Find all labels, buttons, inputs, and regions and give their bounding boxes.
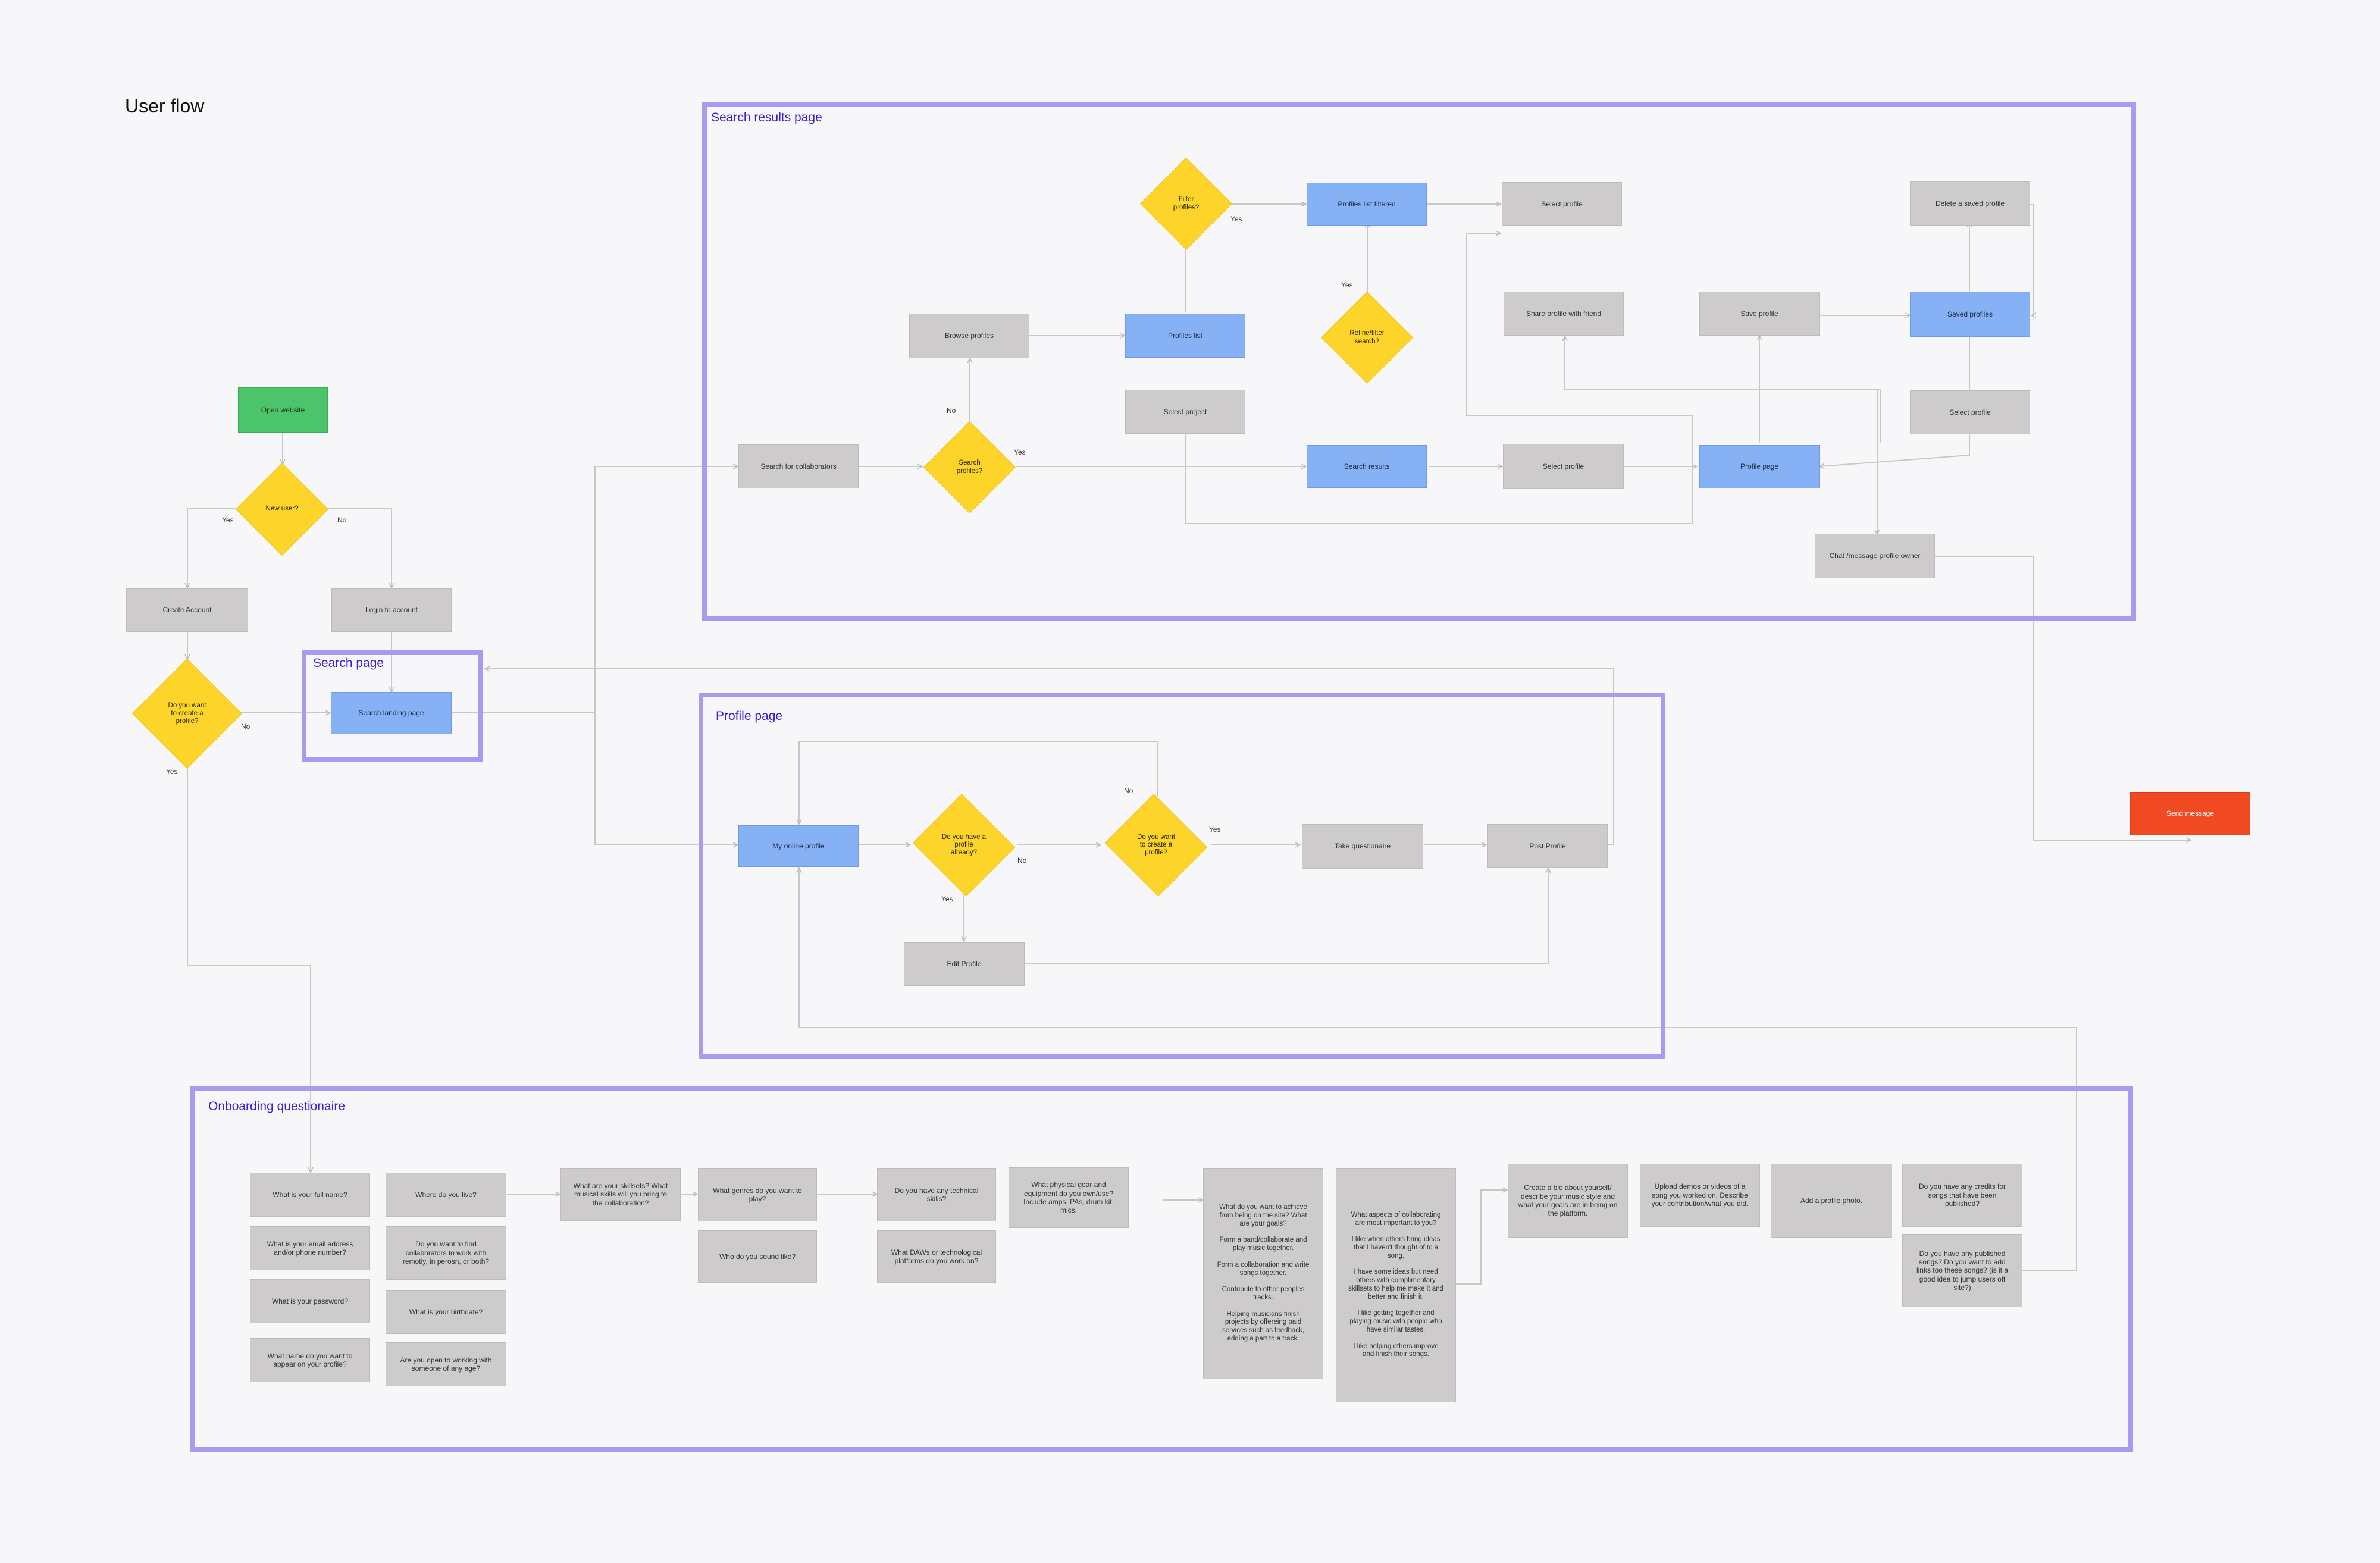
- delete-saved-profile-node[interactable]: Delete a saved profile: [1910, 181, 2030, 226]
- search-profiles-decision[interactable]: Search profiles?: [923, 421, 1016, 513]
- question-collab-aspects[interactable]: What aspects of collaborating are most i…: [1336, 1168, 1456, 1402]
- question-age-open[interactable]: Are you open to working with someone of …: [386, 1342, 506, 1386]
- page-title: User flow: [125, 95, 205, 117]
- my-online-profile-node[interactable]: My online profile: [738, 825, 859, 867]
- search-collaborators-node[interactable]: Search for collaborators: [738, 444, 859, 488]
- create-account-node[interactable]: Create Account: [126, 588, 248, 632]
- decision-label: New user?: [265, 505, 299, 513]
- edge-label-yes: Yes: [222, 516, 234, 524]
- select-profile-mid-node[interactable]: Select profile: [1503, 444, 1624, 489]
- frame-profile-page: [699, 693, 1665, 1059]
- decision-label: Search profiles?: [956, 459, 983, 475]
- edit-profile-node[interactable]: Edit Profile: [904, 942, 1025, 986]
- open-website-node[interactable]: Open website: [238, 387, 328, 433]
- frame-title-profile: Profile page: [716, 709, 783, 723]
- question-full-name[interactable]: What is your full name?: [250, 1173, 370, 1217]
- edge-label-no: No: [1124, 787, 1133, 795]
- share-profile-node[interactable]: Share profile with friend: [1504, 292, 1624, 336]
- edge-label-yes: Yes: [941, 895, 953, 903]
- question-genres[interactable]: What genres do you want to play?: [698, 1168, 817, 1221]
- question-daws[interactable]: What DAWs or technological platforms do …: [877, 1230, 996, 1283]
- question-birthdate[interactable]: What is your birthdate?: [386, 1290, 506, 1334]
- question-upload-demos[interactable]: Upload demos or videos of a song you wor…: [1640, 1164, 1760, 1227]
- edge-label-no: No: [947, 406, 956, 415]
- question-skillsets[interactable]: What are your skillsets? What musical sk…: [560, 1168, 681, 1221]
- frame-onboarding: [190, 1086, 2133, 1452]
- question-collab-mode[interactable]: Do you want to find collaborators to wor…: [386, 1226, 506, 1280]
- send-message-node[interactable]: Send message: [2130, 792, 2250, 835]
- filter-profiles-decision[interactable]: Filter profiles?: [1140, 158, 1232, 250]
- profiles-list-filtered-node[interactable]: Profiles list filtered: [1307, 183, 1427, 226]
- question-display-name[interactable]: What name do you want to appear on your …: [250, 1338, 370, 1382]
- question-where-live[interactable]: Where do you live?: [386, 1173, 506, 1217]
- edge-label-yes: Yes: [1341, 281, 1353, 289]
- question-credits[interactable]: Do you have any credits for songs that h…: [1902, 1164, 2022, 1227]
- edge-label-yes: Yes: [166, 768, 178, 776]
- profile-page-node[interactable]: Profile page: [1699, 445, 1820, 488]
- frame-title-onboarding: Onboarding questionaire: [208, 1100, 345, 1113]
- have-profile-decision[interactable]: Do you have a profile already?: [910, 794, 1017, 897]
- frame-search-page: [302, 650, 483, 762]
- chat-owner-node[interactable]: Chat /message profile owner: [1815, 534, 1935, 578]
- question-published-songs[interactable]: Do you have any published songs? Do you …: [1902, 1234, 2022, 1307]
- browse-profiles-node[interactable]: Browse profiles: [909, 314, 1029, 358]
- saved-profiles-node[interactable]: Saved profiles: [1910, 292, 2030, 337]
- frame-title-search: Search page: [313, 656, 384, 670]
- decision-label: Filter profiles?: [1173, 196, 1200, 211]
- select-project-node[interactable]: Select project: [1125, 390, 1245, 434]
- search-results-node[interactable]: Search results: [1307, 445, 1427, 488]
- select-profile-right-node[interactable]: Select profile: [1910, 390, 2030, 434]
- edge-label-yes: Yes: [1209, 825, 1221, 834]
- edge-label-yes: Yes: [1230, 215, 1242, 223]
- question-profile-photo[interactable]: Add a profile photo.: [1771, 1164, 1892, 1238]
- select-profile-top-node[interactable]: Select profile: [1502, 182, 1622, 226]
- question-bio[interactable]: Create a bio about yourself/ describe yo…: [1508, 1164, 1628, 1238]
- refine-search-decision[interactable]: Refine/filter search?: [1321, 292, 1413, 384]
- edge-label-no: No: [1017, 856, 1027, 864]
- question-technical-skills[interactable]: Do you have any technical skills?: [877, 1168, 996, 1221]
- question-goals[interactable]: What do you want to achieve from being o…: [1203, 1168, 1323, 1379]
- search-landing-node[interactable]: Search landing page: [331, 692, 452, 734]
- save-profile-node[interactable]: Save profile: [1699, 292, 1820, 336]
- frame-title-search-results: Search results page: [711, 111, 822, 124]
- new-user-decision[interactable]: New user?: [236, 463, 328, 556]
- question-email-phone[interactable]: What is your email address and/or phone …: [250, 1226, 370, 1270]
- decision-label: Do you want to create a profile?: [168, 701, 206, 725]
- login-node[interactable]: Login to account: [331, 588, 452, 632]
- edge-label-no: No: [241, 722, 250, 731]
- edge-label-yes: Yes: [1014, 448, 1026, 456]
- question-password[interactable]: What is your password?: [250, 1279, 370, 1323]
- edge-label-no: No: [337, 516, 347, 524]
- post-profile-node[interactable]: Post Profile: [1488, 824, 1608, 868]
- take-questionaire-node[interactable]: Take questionaire: [1302, 824, 1423, 869]
- decision-label: Do you want to create a profile?: [1137, 833, 1175, 857]
- frame-search-results-page: [702, 102, 2136, 621]
- want-create-profile-2-decision[interactable]: Do you want to create a profile?: [1103, 794, 1210, 897]
- question-sound-like[interactable]: Who do you sound like?: [698, 1230, 817, 1283]
- decision-label: Do you have a profile already?: [941, 833, 987, 857]
- want-create-profile-decision[interactable]: Do you want to create a profile?: [132, 659, 242, 769]
- question-gear[interactable]: What physical gear and equipment do you …: [1009, 1167, 1129, 1228]
- decision-label: Refine/filter search?: [1349, 330, 1385, 345]
- profiles-list-node[interactable]: Profiles list: [1125, 314, 1245, 358]
